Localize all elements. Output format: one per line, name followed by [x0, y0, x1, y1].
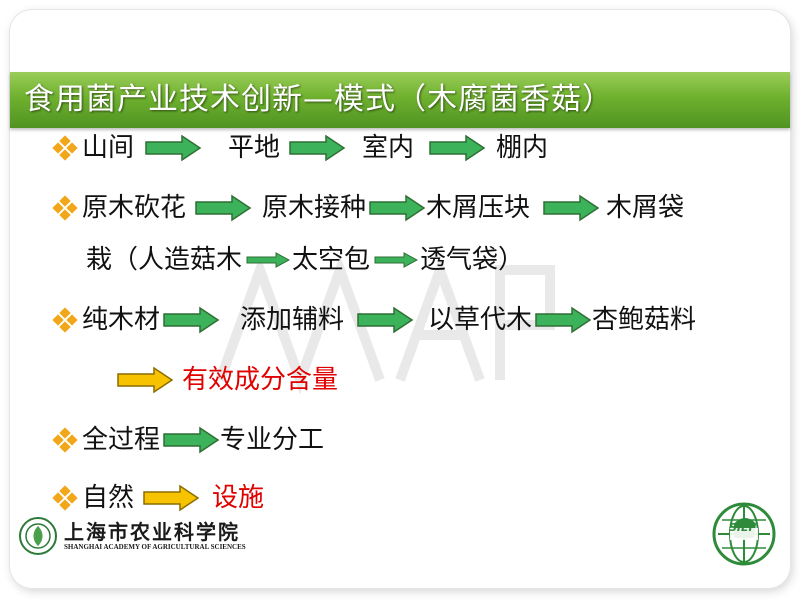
row2b-item-3: 透气袋）: [420, 245, 525, 275]
arrow-right-icon: [289, 134, 346, 162]
institute-logo: 上海市农业科学院 SHANGHAI ACADEMY OF AGRICULTURA…: [18, 516, 268, 556]
row1-item-1: 山间: [82, 133, 135, 163]
diamond-bullet-icon: [52, 307, 78, 333]
bullet-row-1: 山间 平地 室内 棚内: [52, 128, 549, 168]
row3-item-3: 以草代木: [428, 305, 533, 335]
institute-name-cn: 上海市农业科学院: [64, 520, 240, 544]
arrow-right-icon: [535, 306, 592, 334]
institute-emblem-icon: [19, 517, 57, 555]
row2b-item-2: 太空包: [292, 245, 371, 275]
row2-item-2: 原木接种: [262, 193, 367, 223]
bullet-row-2: 原木砍花 原木接种 木屑压块 木屑袋: [52, 188, 685, 228]
arrow-right-icon: [357, 306, 414, 334]
diamond-bullet-icon: [52, 427, 78, 453]
arrow-right-icon: [429, 134, 486, 162]
institute-name-en: SHANGHAI ACADEMY OF AGRICULTURAL SCIENCE…: [64, 543, 246, 551]
row3-item-4: 杏鲍菇料: [592, 305, 697, 335]
arrow-right-icon: [543, 194, 600, 222]
diamond-bullet-icon: [52, 135, 78, 161]
row4-item-2: 专业分工: [220, 425, 325, 455]
diamond-bullet-icon: [52, 195, 78, 221]
arrow-right-yellow-icon: [117, 366, 174, 394]
row2-item-4: 木屑袋: [606, 193, 685, 223]
row2b-item-1: 栽（人造菇木: [86, 245, 243, 275]
row1-item-2: 平地: [228, 133, 281, 163]
row1-item-3: 室内: [362, 133, 415, 163]
bullet-row-4: 全过程 专业分工: [52, 420, 325, 460]
arrow-right-icon: [163, 426, 220, 454]
row2-item-3: 木屑压块: [426, 193, 531, 223]
arrow-right-icon: [163, 306, 220, 334]
row1-item-4: 棚内: [496, 133, 549, 163]
row2-item-1: 原木砍花: [82, 193, 187, 223]
row5-item-1: 自然: [82, 483, 135, 513]
row3-item-1: 纯木材: [82, 305, 161, 335]
slide: 食用菌产业技术创新—模式（木腐菌香菇）: [10, 10, 790, 588]
title-bar: 食用菌产业技术创新—模式（木腐菌香菇）: [10, 72, 790, 128]
arrow-right-icon: [145, 134, 202, 162]
arrow-right-icon: [369, 194, 426, 222]
bullet-row-5: 自然 设施: [52, 478, 265, 518]
arrow-right-yellow-icon: [143, 484, 200, 512]
row3-item-2: 添加辅料: [240, 305, 345, 335]
bullet-row-3-cont: 有效成分含量: [116, 360, 338, 400]
diamond-bullet-icon: [52, 485, 78, 511]
row4-item-1: 全过程: [82, 425, 161, 455]
bullet-row-3: 纯木材 添加辅料 以草代木 杏鲍菇料: [52, 300, 697, 340]
arrow-right-thin-icon: [374, 252, 419, 268]
watermark-logo: [215, 255, 555, 395]
sief-logo-icon: [712, 502, 776, 566]
arrow-right-thin-icon: [246, 252, 291, 268]
slide-title: 食用菌产业技术创新—模式（木腐菌香菇）: [24, 82, 613, 117]
row3b-highlight: 有效成分含量: [182, 365, 339, 395]
sief-label: SIEF: [729, 521, 757, 534]
arrow-right-icon: [195, 194, 252, 222]
row5-item-2: 设施: [212, 483, 265, 513]
bullet-row-2-cont: 栽（人造菇木 太空包 透气袋）: [86, 240, 524, 280]
